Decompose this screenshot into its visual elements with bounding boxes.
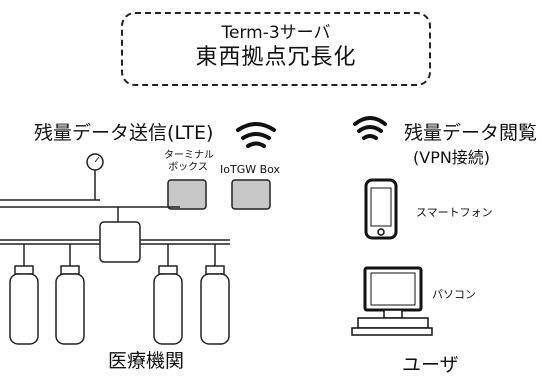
- terminal-box: [167, 179, 207, 210]
- iotgw-label: IoTGW Box: [220, 163, 281, 176]
- terminal-box-label-line2: ボックス: [168, 162, 208, 173]
- hospital-label: 医療機関: [108, 350, 185, 372]
- gas-cylinder-icon: [55, 265, 85, 345]
- iotgw-box: [231, 179, 271, 210]
- send-data-label: 残量データ送信(LTE): [34, 122, 214, 144]
- server-box: Term-3サーバ 東西拠点冗長化: [121, 12, 431, 86]
- wifi-signal-icon: [353, 116, 387, 140]
- server-subtitle: 東西拠点冗長化: [195, 45, 357, 70]
- smartphone-label: スマートフォン: [416, 206, 493, 219]
- pc-label: パソコン: [432, 288, 476, 301]
- terminal-box-label: ターミナル ボックス: [164, 150, 214, 174]
- smartphone-icon: [364, 178, 398, 240]
- terminal-box-label-line1: ターミナル: [164, 150, 214, 161]
- control-unit: [99, 221, 141, 263]
- view-data-label: 残量データ閲覧: [404, 122, 538, 144]
- wifi-signal-icon: [236, 122, 276, 148]
- gas-cylinder-icon: [200, 265, 230, 345]
- user-label: ユーザ: [402, 354, 459, 376]
- server-title: Term-3サーバ: [221, 23, 331, 43]
- vpn-label: (VPN接続): [413, 148, 491, 167]
- desktop-pc-icon: [351, 266, 433, 336]
- gas-cylinder-icon: [153, 265, 183, 345]
- gas-cylinder-icon: [9, 265, 39, 345]
